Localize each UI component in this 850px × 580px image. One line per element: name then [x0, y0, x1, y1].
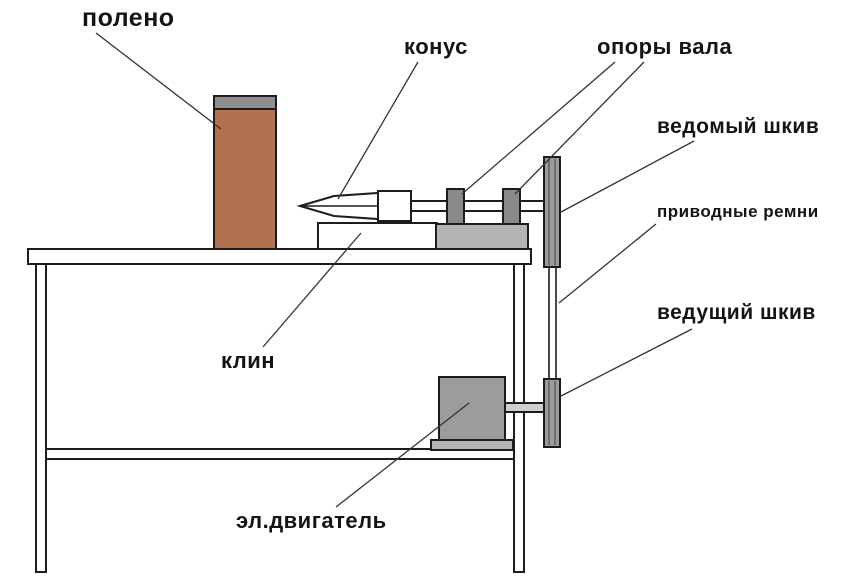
table-leg-right: [513, 263, 525, 573]
leader-motor: [335, 402, 470, 508]
leader-driving-pulley: [560, 328, 693, 397]
support-base-plate: [435, 223, 529, 250]
leader-support-right: [514, 61, 645, 195]
leader-log: [95, 32, 222, 130]
driving-pulley-shape: [543, 378, 561, 448]
motor-shape: [438, 376, 506, 441]
log-top-face: [213, 95, 277, 110]
leader-wedge: [262, 232, 362, 348]
label-driving-pulley: ведущий шкив: [657, 301, 816, 324]
label-motor: эл.двигатель: [236, 508, 387, 533]
label-cone: конус: [404, 34, 468, 59]
drive-shaft: [409, 200, 547, 212]
table-top: [27, 248, 532, 265]
wedge-shape: [317, 222, 438, 250]
table-shelf: [45, 448, 515, 460]
leader-drive-belts: [558, 223, 657, 304]
label-driven-pulley: ведомый шкив: [657, 115, 820, 138]
cone-hub: [377, 190, 412, 222]
label-drive-belts: приводные ремни: [657, 202, 819, 221]
leader-cone: [337, 61, 419, 200]
shaft-support-left: [446, 188, 465, 225]
log-shape: [213, 95, 277, 250]
table-leg-left: [35, 263, 47, 573]
motor-shaft: [504, 402, 545, 413]
leader-support-left: [461, 61, 616, 195]
motor-base: [430, 439, 514, 451]
label-shaft-supports: опоры вала: [597, 34, 733, 59]
driven-pulley-shape: [543, 156, 561, 268]
label-wedge: клин: [221, 348, 276, 373]
leader-driven-pulley: [560, 140, 695, 213]
label-log: полено: [82, 4, 175, 32]
shaft-support-right: [502, 188, 521, 225]
